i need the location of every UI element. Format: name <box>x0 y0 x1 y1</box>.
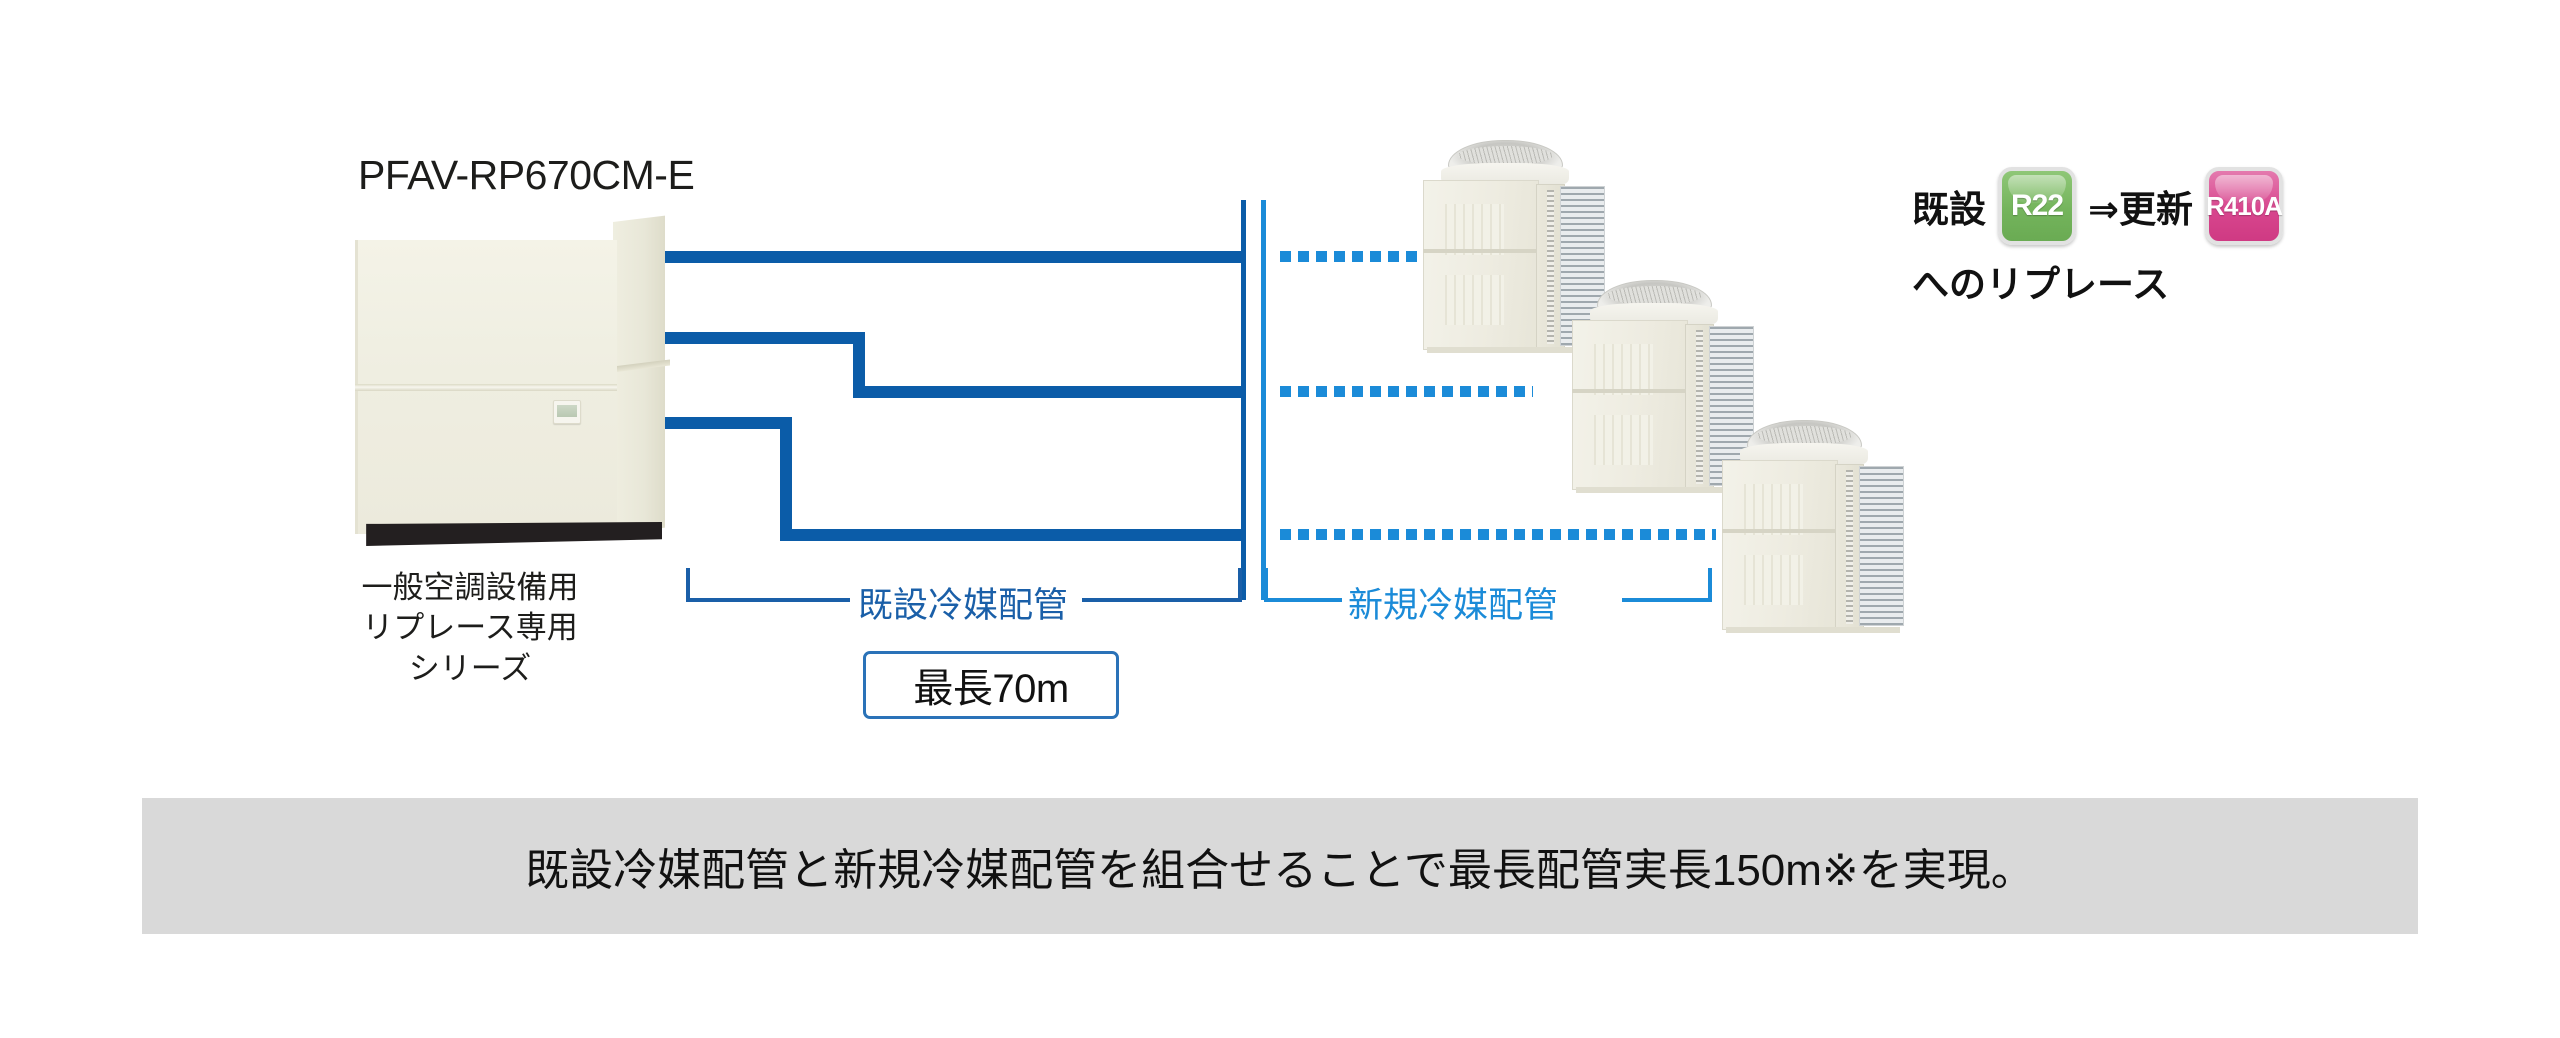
outdoor-unit-3 <box>1722 420 1904 634</box>
outdoor-unit-mid-rail <box>1572 389 1689 393</box>
outdoor-unit-mid-rail <box>1722 529 1839 533</box>
indoor-unit-series-caption: 一般空調設備用 リプレース専用 シリーズ <box>310 568 630 689</box>
existing-pipe-bottom-lower <box>780 529 1245 541</box>
new-pipe-bracket <box>1264 568 1716 602</box>
existing-refrigerant-label: 既設 <box>1912 189 1986 230</box>
existing-pipe-top <box>665 251 1245 263</box>
existing-pipe-bottom-riser <box>780 417 792 541</box>
outdoor-unit-front-panel <box>1423 179 1540 350</box>
new-pipe-label: 新規冷媒配管 <box>1348 586 1559 625</box>
new-pipe-middle <box>1280 386 1533 397</box>
refrigerant-replacement-note: 既設 R22 ⇒更新 R410A へのリプレース <box>1912 160 2452 308</box>
indoor-unit-base <box>366 522 662 546</box>
indoor-caption-line-2: リプレース専用 <box>362 610 578 646</box>
summary-caption-text: 既設冷媒配管と新規冷媒配管を組合せることで最長配管実長150m※を実現。 <box>525 846 2035 895</box>
outdoor-unit-base <box>1426 346 1602 354</box>
refrigerant-badge-r22: R22 <box>1998 167 2076 245</box>
outdoor-unit-2 <box>1572 280 1754 494</box>
existing-pipe-boundary-line <box>1241 200 1246 600</box>
max-length-callout: 最長70m <box>863 651 1119 719</box>
outdoor-unit-fan-base <box>1590 303 1718 325</box>
existing-pipe-middle-upper <box>665 332 865 344</box>
new-pipe-boundary-line <box>1261 200 1266 600</box>
outdoor-unit-fan-base <box>1441 163 1569 185</box>
summary-caption-bar: 既設冷媒配管と新規冷媒配管を組合せることで最長配管実長150m※を実現。 <box>142 798 2418 934</box>
outdoor-unit-1 <box>1423 140 1605 354</box>
indoor-unit-illustration <box>355 215 670 552</box>
existing-pipe-bottom-upper <box>665 417 792 429</box>
new-pipe-top <box>1280 251 1432 262</box>
outdoor-unit-fan-base <box>1740 443 1868 465</box>
outdoor-unit-base <box>1575 486 1751 494</box>
refrigerant-arrow-label: ⇒更新 <box>2088 189 2194 230</box>
new-pipe-bottom <box>1280 529 1716 540</box>
refrigerant-replace-label: へのリプレース <box>1912 264 2170 305</box>
refrigerant-badge-r410a-text: R410A <box>2206 190 2283 221</box>
refrigerant-badge-r22-text: R22 <box>2010 189 2064 222</box>
existing-pipe-middle-riser <box>853 332 865 397</box>
outdoor-unit-base <box>1725 626 1901 634</box>
indoor-unit-model-name: PFAV-RP670CM-E <box>358 152 695 198</box>
indoor-caption-line-3: シリーズ <box>408 650 532 686</box>
refrigerant-badge-row: 既設 R22 ⇒更新 R410A <box>1912 160 2452 252</box>
outdoor-unit-front-panel <box>1722 459 1839 630</box>
existing-pipe-bracket <box>686 568 1246 602</box>
outdoor-unit-front-panel <box>1572 319 1689 490</box>
indoor-unit-control-panel <box>553 400 581 424</box>
outdoor-unit-heat-exchanger <box>1858 466 1904 626</box>
outdoor-unit-mid-rail <box>1423 249 1540 253</box>
indoor-caption-line-1: 一般空調設備用 <box>361 570 579 605</box>
refrigerant-badge-r410a: R410A <box>2205 167 2284 245</box>
max-length-value: 最長70m <box>913 667 1069 711</box>
indoor-unit-side-panel <box>613 215 665 534</box>
existing-pipe-middle-lower <box>853 386 1245 398</box>
existing-pipe-label: 既設冷媒配管 <box>858 586 1069 625</box>
indoor-unit-seam <box>355 384 617 391</box>
